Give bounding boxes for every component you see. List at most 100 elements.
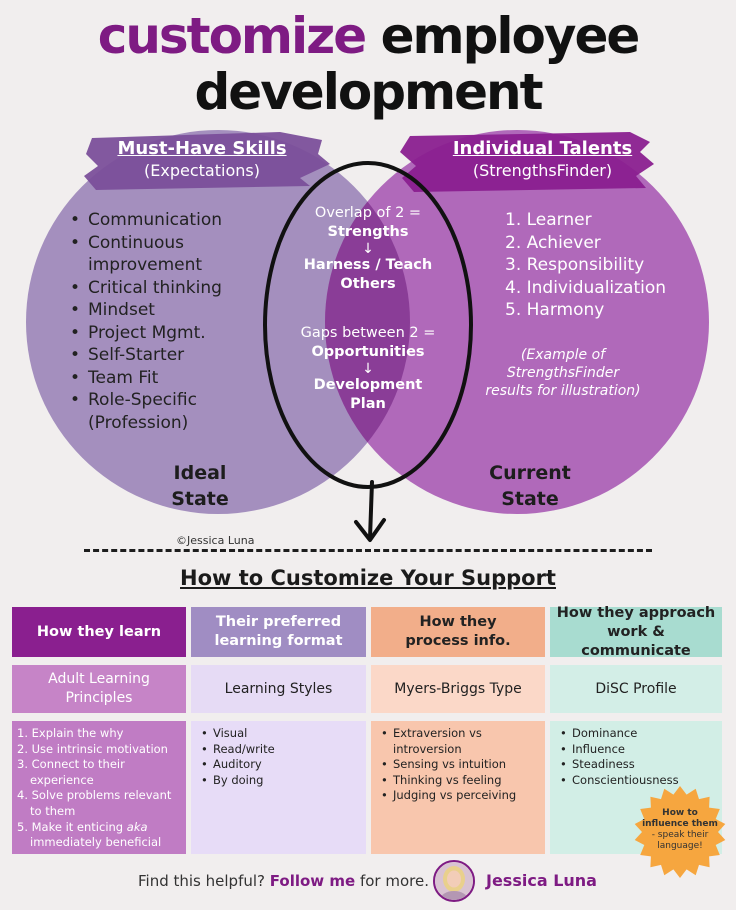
talent-item: 2. Achiever (505, 232, 601, 253)
overlap-arrow-2: ↓ (362, 361, 374, 377)
section-title: How to Customize Your Support (180, 566, 556, 590)
list-item: Influence (559, 742, 716, 758)
list-item: Sensing vs intuition (380, 757, 539, 773)
list-item: Thinking vs feeling (380, 773, 539, 789)
list-item: 2. Use intrinsic motivation (17, 741, 168, 756)
example-note: (Example of StrengthsFinder results for … (478, 346, 648, 400)
footer-suffix: for more. (355, 872, 429, 890)
subheader-text: Myers-Briggs Type (394, 680, 522, 697)
must-have-skills-list: CommunicationContinuousimprovementCritic… (70, 209, 290, 434)
down-arrow (368, 480, 374, 540)
list-item: Judging vs perceiving (380, 788, 539, 804)
note-line-3: results for illustration) (485, 383, 641, 399)
current-state-line-2: State (501, 488, 559, 510)
how-they-learn-header: How they learn (12, 607, 186, 657)
talent-item: 4. Individualization (505, 277, 667, 298)
ideal-state-line-2: State (171, 488, 229, 510)
skill-item: Team Fit (70, 367, 290, 390)
list-item: 1. Explain the why (17, 726, 124, 740)
list-item: Read/write (200, 742, 360, 758)
burst-line-3: - speak their (651, 830, 709, 840)
subheader-text: DiSC Profile (595, 680, 677, 697)
header-text: How they (419, 614, 497, 630)
overlap-line-1: Overlap of 2 = (314, 205, 422, 221)
right-brush-stroke (400, 132, 654, 192)
skill-item: Role-Specific(Profession) (70, 389, 290, 434)
burst-line-1: How to (662, 808, 698, 818)
talent-item: 5. Harmony (505, 300, 605, 320)
overlap-line-4: Others (340, 276, 396, 292)
list-item: Visual (200, 726, 360, 742)
avatar[interactable] (433, 860, 475, 902)
left-brush-stroke (84, 132, 330, 190)
skill-item-text: Critical thinking (88, 277, 222, 298)
header-text: process info. (405, 633, 511, 649)
process-info-header: How they process info. (371, 607, 545, 657)
copyright: ©Jessica Luna (176, 534, 255, 547)
skill-item-text: Self-Starter (88, 345, 185, 365)
list-item: 3. Connect to their experience (17, 757, 125, 787)
title-line1: employee (365, 7, 641, 65)
right-subtitle: (StrengthsFinder) (472, 161, 613, 180)
aka-emphasis: aka (126, 819, 148, 834)
list-item: Extraversion vs introversion (380, 726, 539, 757)
right-header: Individual Talents (StrengthsFinder) (425, 138, 660, 180)
overlap-line-3: Harness / Teach (303, 257, 433, 273)
overlap-opportunities: Opportunities (311, 344, 425, 360)
subheader-text: Principles (65, 690, 133, 706)
header-text: learning format (214, 633, 343, 649)
follow-me-link[interactable]: Follow me (269, 872, 356, 890)
header-text: Their preferred (215, 614, 342, 630)
skill-item: Communication (70, 209, 290, 232)
dashed-divider (84, 549, 652, 552)
list-item: Steadiness (559, 757, 716, 773)
ideal-state-label: Ideal State (150, 460, 250, 512)
burst-line-4: language! (657, 841, 703, 851)
learning-format-header: Their preferred learning format (191, 607, 366, 657)
header-text: work & communicate (581, 623, 691, 659)
approach-work-subheader: DiSC Profile (550, 665, 722, 713)
burst-line-2: influence them (642, 819, 718, 829)
right-title: Individual Talents (452, 138, 633, 159)
skill-item: Self-Starter (70, 344, 290, 367)
list-item: Dominance (559, 726, 716, 742)
left-title: Must-Have Skills (117, 138, 287, 159)
skill-item-text: (Profession) (88, 412, 189, 433)
process-info-body: Extraversion vs introversionSensing vs i… (371, 721, 545, 854)
starburst-badge (634, 786, 726, 878)
subheader-text: Adult Learning (48, 671, 150, 687)
current-state-line-1: Current (489, 462, 571, 484)
process-info-subheader: Myers-Briggs Type (371, 665, 545, 713)
skill-item-text: Mindset (88, 300, 155, 320)
burst-text: How to influence them - speak their lang… (640, 808, 720, 852)
skill-item: Critical thinking (70, 277, 290, 300)
talent-item: 1. Learner (505, 210, 592, 230)
title-line2: development (194, 63, 544, 121)
skill-item-text: improvement (88, 255, 203, 275)
title-accent: customize (97, 7, 367, 65)
current-state-label: Current State (478, 460, 582, 512)
overlap-strengths: Strengths (327, 224, 409, 240)
learning-format-body: VisualRead/writeAuditoryBy doing (191, 721, 366, 854)
ideal-state-line-1: Ideal (173, 462, 227, 484)
overlap-arrow-1: ↓ (362, 241, 374, 257)
overlap-text: Overlap of 2 = Strengths ↓ Harness / Tea… (288, 204, 448, 414)
list-item: 5. Make it enticing aka immediately bene… (17, 819, 162, 850)
list-item: Conscientiousness (559, 773, 716, 789)
skill-item-text: Role-Specific (88, 390, 197, 410)
avatar-portrait-icon (435, 862, 473, 900)
note-line-1: (Example of (520, 347, 606, 363)
skill-item: Project Mgmt. (70, 322, 290, 345)
note-line-2: StrengthsFinder (506, 365, 620, 381)
skill-item-text: Project Mgmt. (88, 322, 206, 343)
header-text: How they learn (36, 623, 162, 640)
left-header: Must-Have Skills (Expectations) (92, 138, 312, 180)
list-item: Auditory (200, 757, 360, 773)
footer-cta: Find this helpful? Follow me for more. (138, 872, 429, 890)
right-circle (325, 130, 709, 514)
